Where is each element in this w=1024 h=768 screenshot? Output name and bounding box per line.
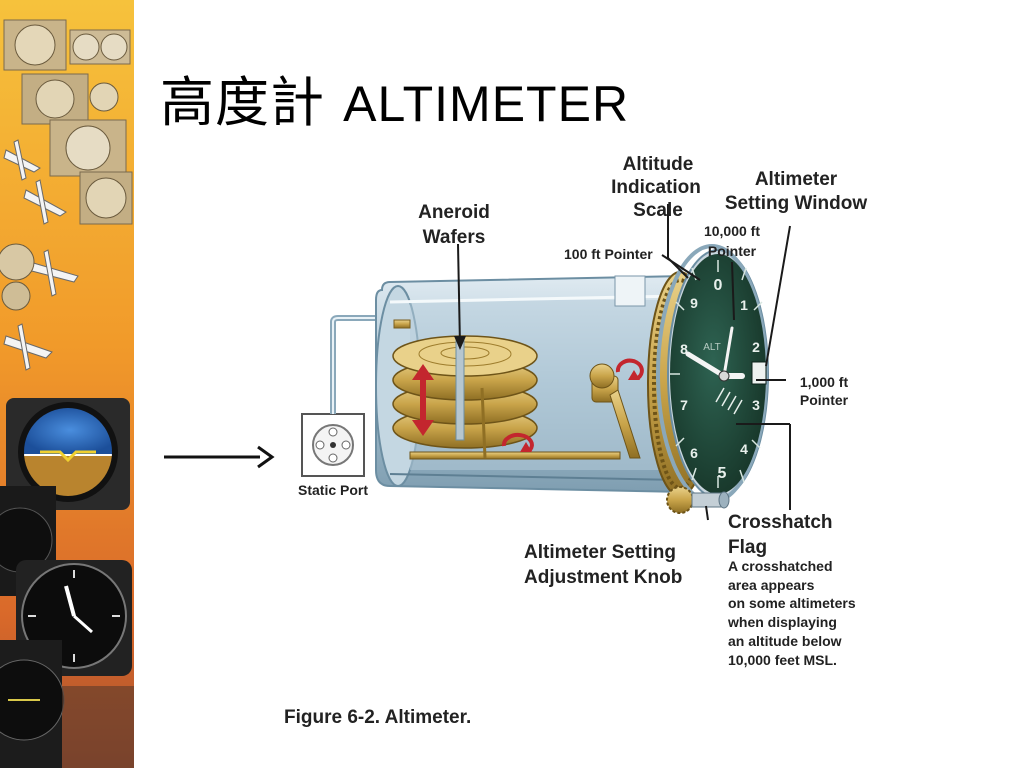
dial-alt-text: ALT — [703, 342, 721, 353]
svg-text:Altitude: Altitude — [623, 154, 694, 175]
svg-text:Pointer: Pointer — [800, 392, 849, 408]
dial-number: 0 — [714, 277, 723, 294]
svg-text:Scale: Scale — [633, 200, 683, 221]
dial-number: 3 — [752, 397, 760, 413]
airplane-icon — [3, 139, 79, 371]
svg-text:Adjustment Knob: Adjustment Knob — [524, 567, 682, 588]
svg-text:10,000 ft: 10,000 ft — [704, 223, 760, 239]
100ft-pointer — [685, 351, 727, 379]
svg-text:on some altimeters: on some altimeters — [728, 595, 856, 611]
label-altitude-scale: Altitude Indication Scale — [611, 154, 701, 221]
slide-title: 高度計 ALTIMETER — [160, 58, 629, 137]
altimeter-dial: 0 1 2 3 4 5 6 7 8 9 ALT — [656, 244, 769, 504]
label-adjustment-knob: Altimeter Setting Adjustment Knob — [524, 542, 682, 588]
svg-text:10,000 feet MSL.: 10,000 feet MSL. — [728, 652, 837, 668]
dial-number: 1 — [740, 297, 748, 313]
dial-number: 4 — [740, 441, 748, 457]
svg-text:when displaying: when displaying — [727, 614, 837, 630]
svg-text:an altitude below: an altitude below — [728, 633, 842, 649]
label-10000ft-pointer: 10,000 ft Pointer — [704, 223, 760, 259]
svg-text:Flag: Flag — [728, 537, 767, 558]
svg-text:A crosshatched: A crosshatched — [728, 558, 833, 574]
decorative-sidebar — [0, 0, 134, 768]
svg-text:Aneroid: Aneroid — [418, 202, 490, 223]
svg-text:1,000 ft: 1,000 ft — [800, 374, 849, 390]
dial-number: 2 — [752, 339, 760, 355]
attitude-indicator-icon — [6, 398, 130, 510]
dial-number: 8 — [680, 341, 688, 357]
dial-number: 7 — [680, 397, 688, 413]
svg-text:area appears: area appears — [728, 577, 815, 593]
dial-number: 9 — [690, 295, 698, 311]
svg-text:Altimeter Setting: Altimeter Setting — [524, 542, 676, 563]
crosshatch-flag — [715, 387, 743, 415]
figure-caption: Figure 6-2. Altimeter. — [284, 707, 471, 728]
label-static-port: Static Port — [298, 482, 368, 498]
title-latin: ALTIMETER — [343, 76, 630, 132]
svg-text:Crosshatch: Crosshatch — [728, 512, 833, 533]
svg-text:Setting Window: Setting Window — [725, 193, 868, 214]
altimeter-icon — [0, 486, 134, 768]
svg-text:Wafers: Wafers — [423, 227, 486, 248]
static-port — [301, 413, 365, 477]
svg-text:Indication: Indication — [611, 177, 701, 198]
svg-text:Altimeter: Altimeter — [755, 169, 838, 190]
svg-text:Pointer: Pointer — [708, 243, 757, 259]
dial-number: 6 — [690, 445, 698, 461]
altimeter-diagram-svg: 0 1 2 3 4 5 6 7 8 9 ALT — [164, 154, 868, 728]
aneroid-wafers — [392, 335, 538, 449]
label-crosshatch-flag: Crosshatch Flag A crosshatched area appe… — [727, 512, 856, 668]
dial-number: 5 — [718, 465, 727, 482]
label-100ft-pointer: 100 ft Pointer — [564, 246, 653, 262]
altimeter-diagram: 0 1 2 3 4 5 6 7 8 9 ALT — [140, 140, 1024, 740]
adjustment-knob — [666, 486, 730, 514]
label-1000ft-pointer: 1,000 ft Pointer — [800, 374, 849, 408]
label-aneroid-wafers: Aneroid Wafers — [418, 202, 490, 248]
10000ft-pointer — [722, 326, 734, 378]
sidebar-art — [0, 0, 134, 768]
label-setting-window: Altimeter Setting Window — [725, 169, 868, 214]
title-cjk: 高度計 — [160, 71, 325, 134]
linkage-mechanism — [409, 358, 644, 460]
